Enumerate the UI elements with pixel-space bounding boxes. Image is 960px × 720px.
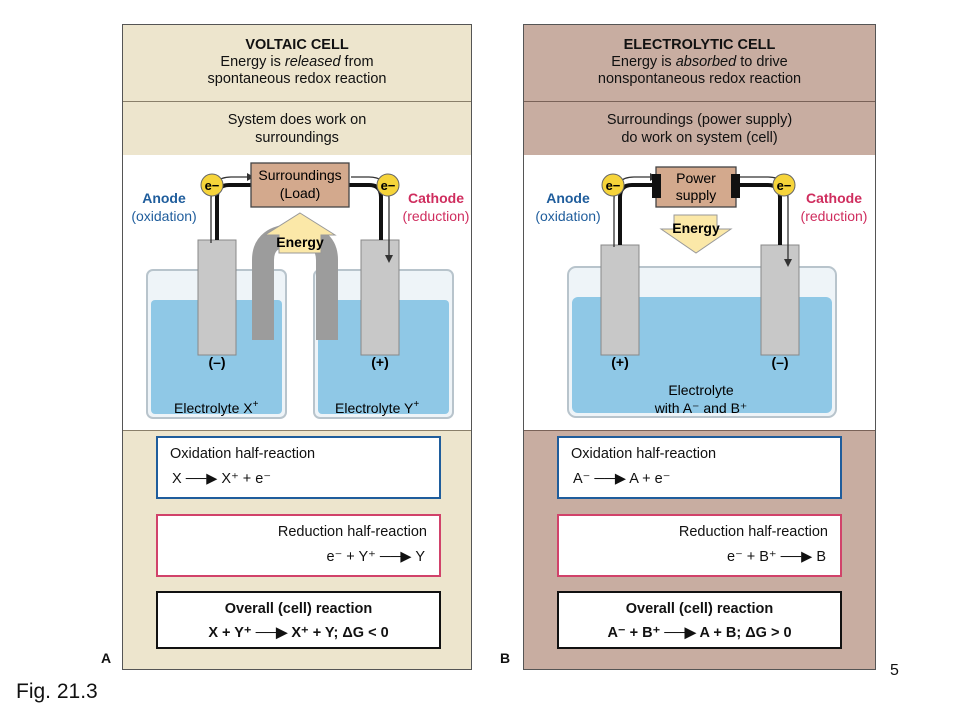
voltaic-sub2: surroundings xyxy=(255,130,339,146)
power-label-1: Power xyxy=(676,170,716,186)
electrolytic-divider-2 xyxy=(524,430,875,431)
cathode-sublabel: (reduction) xyxy=(403,208,470,224)
electrolytic-cell-diagram: Power supply Energy e− e− Anode (oxidati… xyxy=(524,155,875,430)
cathode-sign: (+) xyxy=(371,354,389,370)
voltaic-cell-panel: VOLTAIC CELL Energy is released from spo… xyxy=(122,24,472,670)
cathode-sublabel-b: (reduction) xyxy=(801,208,868,224)
electrolytic-sub1: Surroundings (power supply) xyxy=(606,112,793,128)
electrolytic-oxidation-box: Oxidation half-reaction A⁻ ──▶ A + e⁻ xyxy=(557,436,842,499)
electron-right-b xyxy=(772,173,796,197)
electrolytic-work-statement: Surroundings (power supply) do work on s… xyxy=(524,111,875,147)
anode-electrode xyxy=(197,239,237,356)
electron-right-label-b: e− xyxy=(777,178,792,193)
electron-right-label: e− xyxy=(381,178,396,193)
voltaic-overall-title: Overall (cell) reaction xyxy=(224,601,373,617)
voltaic-divider-2 xyxy=(123,430,471,431)
load-label-1: Surroundings xyxy=(258,167,341,183)
arrowhead-right-b xyxy=(784,259,792,267)
voltaic-reduction-equation: e⁻ + Y⁺ ──▶ Y xyxy=(326,549,425,565)
voltaic-divider xyxy=(123,101,471,102)
electron-left xyxy=(200,173,224,197)
electrolytic-reduction-title: Reduction half-reaction xyxy=(678,524,828,540)
electrolytic-title: ELECTROLYTIC CELL xyxy=(623,37,776,53)
load-label-2: (Load) xyxy=(280,185,320,201)
cathode-label-b: Cathode xyxy=(806,190,862,206)
voltaic-oxidation-box: Oxidation half-reaction X ──▶ X⁺ + e⁻ xyxy=(156,436,441,499)
electron-left-label: e− xyxy=(205,178,220,193)
electrolytic-energy-line: Energy is absorbed to drive xyxy=(524,54,875,71)
anode-label-b: Anode xyxy=(546,190,590,206)
anode-sublabel: (oxidation) xyxy=(131,208,196,224)
electrolyte-label-1: Electrolyte xyxy=(668,382,734,398)
voltaic-work-statement: System does work on surroundings xyxy=(123,111,471,147)
electron-right xyxy=(376,173,400,197)
voltaic-reduction-box: Reduction half-reaction e⁻ + Y⁺ ──▶ Y xyxy=(156,514,441,577)
energy-label: Energy xyxy=(276,234,324,250)
voltaic-cell-diagram: Surroundings (Load) Energy e− e− Anode (… xyxy=(123,155,471,430)
voltaic-title: VOLTAIC CELL xyxy=(245,37,349,53)
left-electrolyte-fill xyxy=(151,300,282,414)
electrolytic-line2-em: absorbed xyxy=(675,54,737,70)
power-supply-box xyxy=(655,166,737,208)
anode-sign-b: (+) xyxy=(611,354,629,370)
electrolytic-line2-pre: Energy is xyxy=(611,54,676,70)
electrolytic-cell-panel: ELECTROLYTIC CELL Energy is absorbed to … xyxy=(523,24,876,670)
arrowhead-right xyxy=(385,255,393,263)
electrolytic-oxidation-title: Oxidation half-reaction xyxy=(571,446,717,462)
energy-arrow-up xyxy=(263,212,337,254)
cathode-label: Cathode xyxy=(408,190,464,206)
electrolytic-line2-post: to drive xyxy=(736,54,788,70)
electrolyte-x-label: Electrolyte X+ xyxy=(174,399,259,416)
anode-label: Anode xyxy=(142,190,186,206)
electrolytic-divider xyxy=(524,101,875,102)
load-box xyxy=(250,162,350,208)
power-terminal-left xyxy=(652,174,661,198)
voltaic-line2-post: from xyxy=(340,54,374,70)
electrolytic-header: ELECTROLYTIC CELL Energy is absorbed to … xyxy=(524,37,875,88)
page-number: 5 xyxy=(890,662,899,679)
cathode-electrode-b xyxy=(760,244,800,356)
electrolyte-y-label: Electrolyte Y+ xyxy=(335,399,419,416)
electrolyte-label-2: with A⁻ and B⁺ xyxy=(654,400,748,416)
energy-label-b: Energy xyxy=(672,220,720,236)
power-label-2: supply xyxy=(676,187,716,203)
electrolytic-overall-equation: A⁻ + B⁺ ──▶ A + B; ΔG > 0 xyxy=(607,625,792,641)
figure-caption: Fig. 21.3 xyxy=(16,680,98,703)
power-terminal-right xyxy=(731,174,740,198)
electrolytic-reduction-equation: e⁻ + B⁺ ──▶ B xyxy=(727,549,826,565)
voltaic-header: VOLTAIC CELL Energy is released from spo… xyxy=(123,37,471,88)
voltaic-overall-box: Overall (cell) reaction X + Y⁺ ──▶ X⁺ + … xyxy=(156,591,441,649)
electrolytic-overall-title: Overall (cell) reaction xyxy=(625,601,774,617)
cathode-sign-b: (–) xyxy=(771,354,788,370)
electrolytic-overall-box: Overall (cell) reaction A⁻ + B⁺ ──▶ A + … xyxy=(557,591,842,649)
electrolytic-line3: nonspontaneous redox reaction xyxy=(597,71,802,87)
voltaic-line2-em: released xyxy=(284,54,341,70)
anode-sign: (–) xyxy=(208,354,225,370)
electrolytic-reduction-box: Reduction half-reaction e⁻ + B⁺ ──▶ B xyxy=(557,514,842,577)
voltaic-oxidation-equation: X ──▶ X⁺ + e⁻ xyxy=(172,471,271,487)
anode-electrode-b xyxy=(600,244,640,356)
panel-letter-b: B xyxy=(500,650,511,666)
panel-letter-a: A xyxy=(101,650,112,666)
voltaic-line3: spontaneous redox reaction xyxy=(207,71,387,87)
electron-left-b xyxy=(601,173,625,197)
electrolytic-sub2: do work on system (cell) xyxy=(621,130,778,146)
voltaic-reduction-title: Reduction half-reaction xyxy=(277,524,427,540)
voltaic-line2-pre: Energy is xyxy=(220,54,285,70)
energy-arrow-down xyxy=(659,214,733,254)
voltaic-overall-equation: X + Y⁺ ──▶ X⁺ + Y; ΔG < 0 xyxy=(208,625,389,641)
electrolytic-oxidation-equation: A⁻ ──▶ A + e⁻ xyxy=(573,471,671,487)
anode-sublabel-b: (oxidation) xyxy=(535,208,600,224)
voltaic-oxidation-title: Oxidation half-reaction xyxy=(170,446,316,462)
electron-left-label-b: e− xyxy=(606,178,621,193)
voltaic-energy-line: Energy is released from xyxy=(123,54,471,71)
cathode-electrode xyxy=(360,239,400,356)
right-electrolyte-fill xyxy=(318,300,449,414)
voltaic-sub1: System does work on xyxy=(227,112,367,128)
